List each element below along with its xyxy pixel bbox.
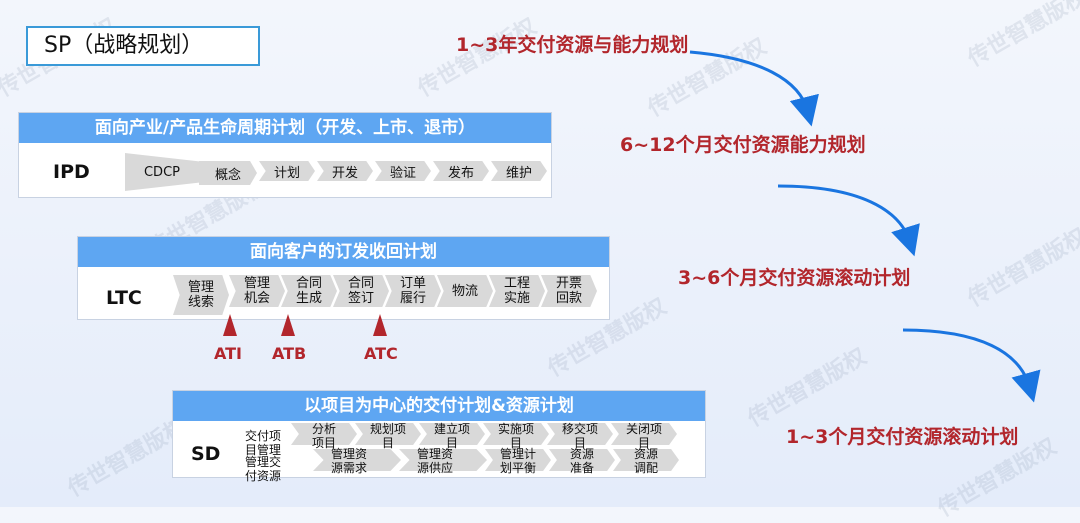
- sp-title-box: SP（战略规划）: [26, 26, 260, 66]
- ipd-stage: 计划: [259, 161, 315, 181]
- sd-header: 以项目为中心的交付计划&资源计划: [173, 391, 705, 421]
- arrow-1: [689, 50, 819, 127]
- plan-label-2: 6~12个月交付资源能力规划: [620, 134, 866, 156]
- arrow-2: [777, 184, 920, 257]
- sd-project-stage-label: 建立项 目: [433, 422, 470, 450]
- atb-marker-icon: [281, 314, 295, 336]
- sd-resource-stage: [313, 449, 401, 471]
- ipd-panel: 面向产业/产品生命周期计划（开发、上市、退市） IPD CDCP 概念 计划 开…: [18, 112, 552, 198]
- atc-marker-icon: [373, 314, 387, 336]
- sd-panel: 以项目为中心的交付计划&资源计划 SD 交付项 目管理 管理交 付资源 分析 项…: [172, 390, 706, 483]
- sd-resource-stage: [485, 449, 551, 471]
- ipd-header: 面向产业/产品生命周期计划（开发、上市、退市）: [19, 113, 551, 143]
- plan-label-3: 3~6个月交付资源滚动计划: [678, 267, 911, 289]
- sd-resource-stage-label: 资源 准备: [569, 447, 594, 475]
- sd-label: SD: [191, 443, 221, 465]
- ati-label: ATI: [214, 344, 243, 363]
- plan-label-4: 1~3个月交付资源滚动计划: [786, 426, 1019, 448]
- ati-marker-icon: [223, 314, 237, 336]
- sd-resource-stage: [399, 449, 487, 471]
- atc-label: ATC: [364, 344, 398, 363]
- ipd-stage: 发布: [433, 161, 489, 181]
- sd-left-text-bottom: 管理交 付资源: [244, 455, 281, 483]
- flow-arrows: [689, 50, 1041, 403]
- sd-project-stage: [419, 423, 485, 445]
- sd-project-stage: [547, 423, 613, 445]
- sd-project-stage: [355, 423, 421, 445]
- ltc-stage: 管理 机会: [229, 275, 285, 307]
- ltc-stage: 开票 回款: [541, 275, 597, 307]
- ltc-stage: 合同 签订: [333, 275, 389, 307]
- sd-project-stage-label: 实施项 目: [497, 422, 534, 450]
- ipd-stage: 开发: [317, 161, 373, 181]
- sd-project-stage-label: 移交项 目: [561, 422, 598, 450]
- sd-project-stage: [483, 423, 549, 445]
- sd-resource-stage-label: 管理资 源需求: [330, 447, 367, 475]
- atb-label: ATB: [272, 344, 307, 363]
- plan-label-1: 1~3年交付资源与能力规划: [456, 34, 689, 56]
- ltc-stage: 合同 生成: [281, 275, 337, 307]
- ipd-stage: 验证: [375, 161, 431, 181]
- ipd-label: IPD: [53, 161, 90, 183]
- sd-project-stage: [291, 423, 357, 445]
- ipd-stage: 维护: [491, 161, 547, 181]
- sd-resource-stage-label: 管理资 源供应: [416, 447, 453, 475]
- sd-resource-stage-label: 管理计 划平衡: [499, 447, 536, 475]
- sd-project-stage-label: 关闭项 目: [625, 422, 662, 450]
- ltc-stage: 工程 实施: [489, 275, 545, 307]
- sd-project-stage: [611, 423, 677, 445]
- ipd-stage: CDCP: [125, 153, 199, 191]
- ltc-stage: 物流: [437, 275, 493, 307]
- sd-left-text-top: 交付项 目管理: [244, 429, 281, 457]
- ltc-header: 面向客户的订发收回计划: [78, 237, 609, 267]
- ipd-stage: 概念: [199, 161, 257, 185]
- ltc-panel: 面向客户的订发收回计划 LTC 管理 线索 管理 机会 合同 生成 合同 签订 …: [77, 236, 610, 320]
- arrow-3: [902, 328, 1041, 403]
- sd-resource-stage: [613, 449, 679, 471]
- sd-resource-stage: [549, 449, 615, 471]
- ltc-label: LTC: [106, 287, 142, 309]
- sd-resource-stage-label: 资源 调配: [633, 447, 658, 475]
- sd-project-stage-label: 分析 项目: [311, 422, 336, 450]
- sd-project-stage-label: 规划项 目: [369, 422, 406, 450]
- ltc-stage: 订单 履行: [385, 275, 441, 307]
- ltc-stage: 管理 线索: [173, 275, 229, 315]
